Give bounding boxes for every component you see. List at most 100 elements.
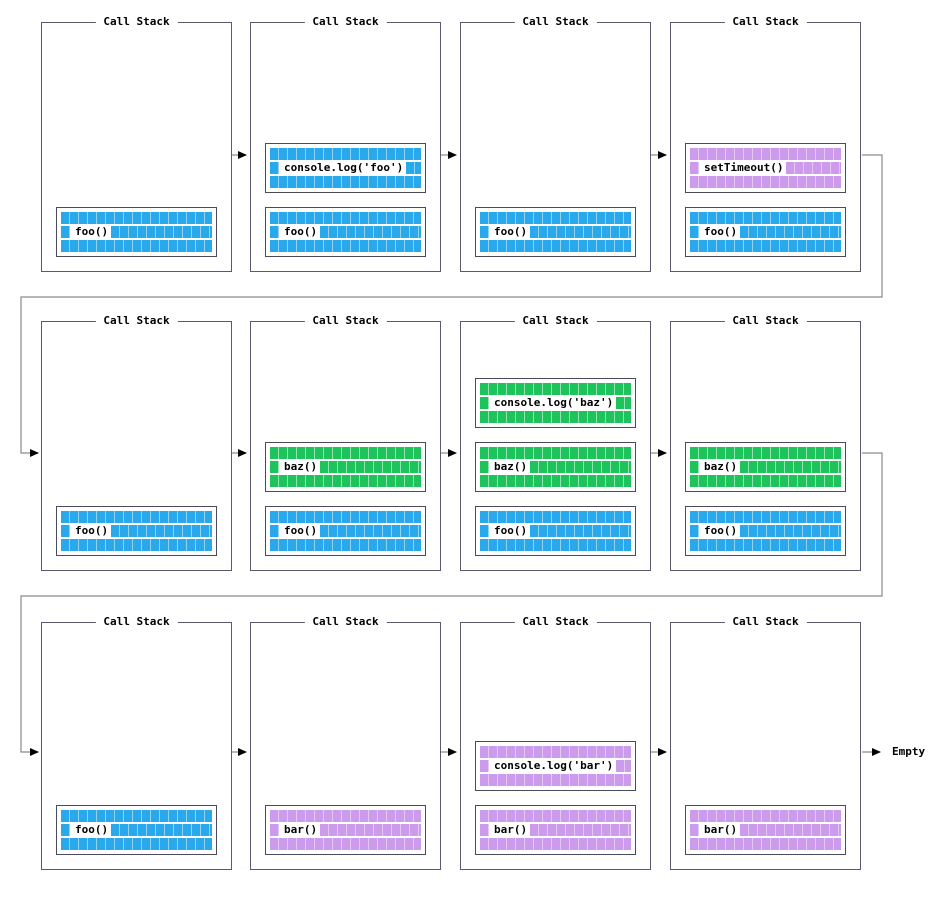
- panel-title: Call Stack: [724, 314, 807, 328]
- frame-texture-row: [690, 475, 841, 487]
- stack-frame: foo(): [265, 506, 426, 556]
- panel-title: Call Stack: [514, 15, 597, 29]
- call-stack-panel-8: Call Stack baz() foo(): [670, 314, 861, 571]
- frame-cells: [530, 824, 631, 836]
- stack-frame: console.log('foo'): [265, 143, 426, 193]
- frame-texture-row: [480, 475, 631, 487]
- frame-texture-row: [690, 176, 841, 188]
- stack-frame: console.log('baz'): [475, 378, 636, 428]
- call-stack-panel-10: Call Stack bar(): [250, 615, 441, 870]
- frame-texture-row: [480, 240, 631, 252]
- frame-cells: [111, 525, 212, 537]
- frame-label: foo(): [492, 524, 530, 537]
- frame-cells: [406, 162, 421, 174]
- frame-label-row: baz(): [480, 461, 631, 473]
- frame-label: baz(): [492, 460, 530, 473]
- frame-label: console.log('bar'): [492, 759, 616, 772]
- frame-cell: [480, 397, 489, 409]
- panel-title: Call Stack: [724, 15, 807, 29]
- call-stack-panel-4: Call Stack setTimeout() foo(): [670, 15, 861, 272]
- stack-frames: foo(): [56, 23, 217, 271]
- frame-label-row: console.log('foo'): [270, 162, 421, 174]
- frame-cell: [61, 226, 70, 238]
- frame-label-row: foo(): [690, 226, 841, 238]
- frame-cells: [530, 461, 631, 473]
- frame-cells: [740, 824, 841, 836]
- frame-texture-row: [61, 212, 212, 224]
- frame-label-row: foo(): [61, 226, 212, 238]
- frame-texture-row: [270, 176, 421, 188]
- panel-title: Call Stack: [304, 314, 387, 328]
- frame-texture-row: [690, 447, 841, 459]
- frame-texture-row: [690, 810, 841, 822]
- frame-label: baz(): [702, 460, 740, 473]
- frame-cell: [270, 525, 279, 537]
- stack-frame: console.log('bar'): [475, 741, 636, 791]
- frame-label-row: bar(): [270, 824, 421, 836]
- call-stack-panel-12: Call Stack bar(): [670, 615, 861, 870]
- frame-cells: [616, 760, 631, 772]
- stack-frames: console.log('foo') foo(): [265, 23, 426, 271]
- call-stack-panel-9: Call Stack foo(): [41, 615, 232, 870]
- stack-frame: bar(): [475, 805, 636, 855]
- frame-cell: [690, 461, 699, 473]
- frame-label-row: bar(): [480, 824, 631, 836]
- frame-texture-row: [480, 511, 631, 523]
- frame-texture-row: [270, 838, 421, 850]
- stack-frame: foo(): [475, 207, 636, 257]
- frame-texture-row: [690, 148, 841, 160]
- frame-label-row: bar(): [690, 824, 841, 836]
- panel-title: Call Stack: [724, 615, 807, 629]
- frame-label-row: foo(): [270, 525, 421, 537]
- frame-texture-row: [690, 212, 841, 224]
- stack-frames: console.log('baz') baz() foo(): [475, 322, 636, 570]
- frame-texture-row: [270, 810, 421, 822]
- frame-texture-row: [270, 539, 421, 551]
- frame-label: foo(): [702, 524, 740, 537]
- stack-frames: baz() foo(): [685, 322, 846, 570]
- frame-label: setTimeout(): [702, 161, 786, 174]
- stack-frames: foo(): [56, 322, 217, 570]
- call-stack-panel-6: Call Stack baz() foo(): [250, 314, 441, 571]
- frame-texture-row: [480, 746, 631, 758]
- frame-label-row: baz(): [270, 461, 421, 473]
- frame-label: bar(): [702, 823, 740, 836]
- panel-title: Call Stack: [304, 615, 387, 629]
- frame-cells: [111, 226, 212, 238]
- frame-cell: [61, 525, 70, 537]
- frame-cells: [111, 824, 212, 836]
- frame-cell: [480, 760, 489, 772]
- frame-label: foo(): [73, 823, 111, 836]
- frame-label-row: foo(): [480, 226, 631, 238]
- frame-texture-row: [690, 511, 841, 523]
- frame-label: bar(): [492, 823, 530, 836]
- frame-cells: [740, 461, 841, 473]
- frame-label: foo(): [282, 225, 320, 238]
- frame-cell: [270, 226, 279, 238]
- frame-cells: [740, 226, 841, 238]
- frame-label: foo(): [702, 225, 740, 238]
- frame-texture-row: [61, 511, 212, 523]
- frame-texture-row: [270, 212, 421, 224]
- stack-frame: foo(): [56, 805, 217, 855]
- frame-texture-row: [270, 240, 421, 252]
- frame-label-row: foo(): [61, 525, 212, 537]
- frame-label-row: baz(): [690, 461, 841, 473]
- frame-cell: [480, 525, 489, 537]
- panel-title: Call Stack: [95, 615, 178, 629]
- frame-label: console.log('foo'): [282, 161, 406, 174]
- frame-cell: [480, 226, 489, 238]
- frame-label-row: console.log('bar'): [480, 760, 631, 772]
- frame-cells: [320, 824, 421, 836]
- frame-texture-row: [270, 447, 421, 459]
- panel-title: Call Stack: [304, 15, 387, 29]
- stack-frame: foo(): [56, 207, 217, 257]
- frame-texture-row: [61, 810, 212, 822]
- frame-label-row: foo(): [61, 824, 212, 836]
- frame-texture-row: [270, 511, 421, 523]
- call-stack-panel-2: Call Stack console.log('foo') foo(): [250, 15, 441, 272]
- frame-texture-row: [270, 475, 421, 487]
- frame-texture-row: [480, 447, 631, 459]
